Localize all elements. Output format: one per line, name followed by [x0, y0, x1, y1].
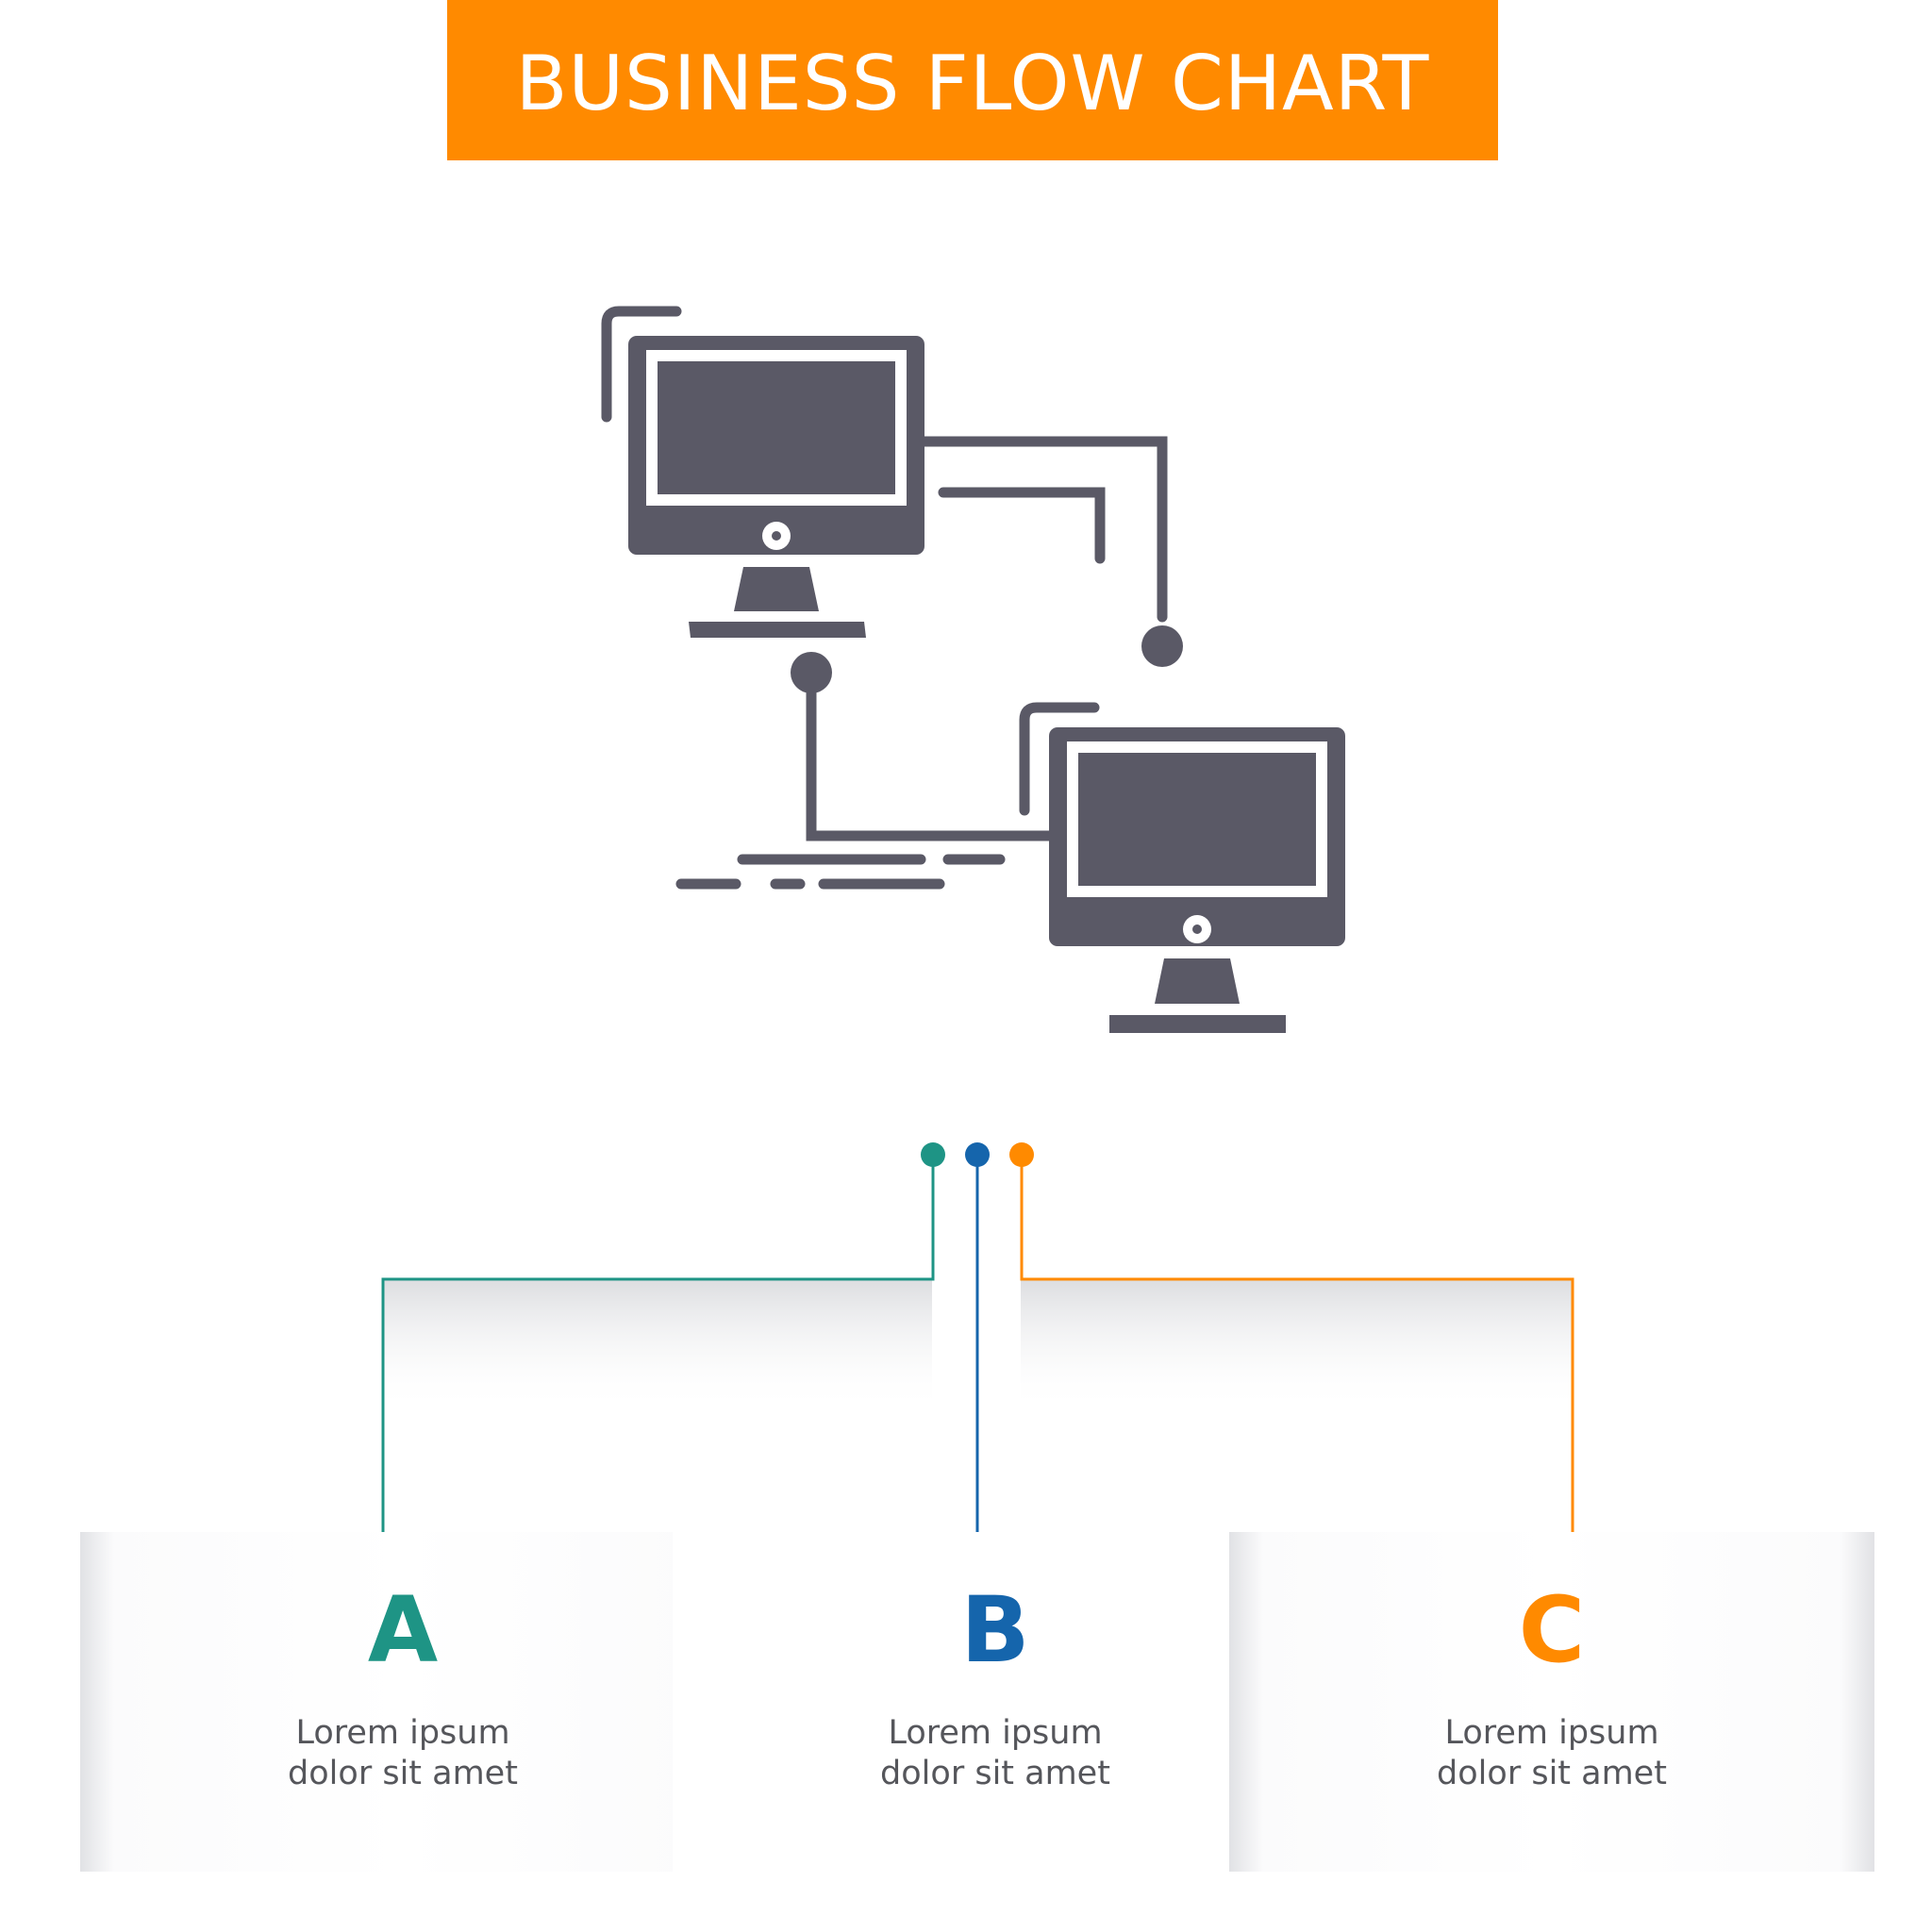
card-a-letter: A [367, 1577, 439, 1683]
page-title: BUSINESS FLOW CHART [515, 40, 1430, 127]
connector-lines [675, 436, 1168, 890]
card-b: B Lorem ipsum dolor sit amet [673, 1532, 1318, 1872]
computer-network-icon [601, 306, 1345, 1033]
card-b-letter: B [960, 1577, 1030, 1683]
node-dot-c [1009, 1142, 1034, 1167]
card-c-text: Lorem ipsum dolor sit amet [1229, 1713, 1874, 1794]
card-c: C Lorem ipsum dolor sit amet [1229, 1532, 1874, 1872]
node-dot-b [965, 1142, 990, 1167]
card-c-line2: dolor sit amet [1437, 1755, 1667, 1792]
monitor-bottom-right-icon [1049, 727, 1345, 1033]
branch-connectors [381, 1155, 1574, 1555]
card-b-line2: dolor sit amet [880, 1755, 1110, 1792]
branch-line-c [1020, 1155, 1574, 1555]
card-a-line1: Lorem ipsum [295, 1714, 510, 1752]
monitor-top-left-icon [601, 306, 924, 638]
branch-shade-left [383, 1279, 932, 1411]
branch-line-a [381, 1155, 935, 1555]
card-b-line1: Lorem ipsum [888, 1714, 1103, 1752]
card-c-line1: Lorem ipsum [1444, 1714, 1659, 1752]
header-banner: BUSINESS FLOW CHART [447, 0, 1498, 160]
node-dot-a [921, 1142, 945, 1167]
card-b-text: Lorem ipsum dolor sit amet [673, 1713, 1318, 1794]
card-a-line2: dolor sit amet [288, 1755, 518, 1792]
card-c-letter: C [1518, 1577, 1586, 1683]
card-a-text: Lorem ipsum dolor sit amet [80, 1713, 725, 1794]
branch-shade-right [1021, 1279, 1573, 1411]
card-a: A Lorem ipsum dolor sit amet [80, 1532, 725, 1872]
